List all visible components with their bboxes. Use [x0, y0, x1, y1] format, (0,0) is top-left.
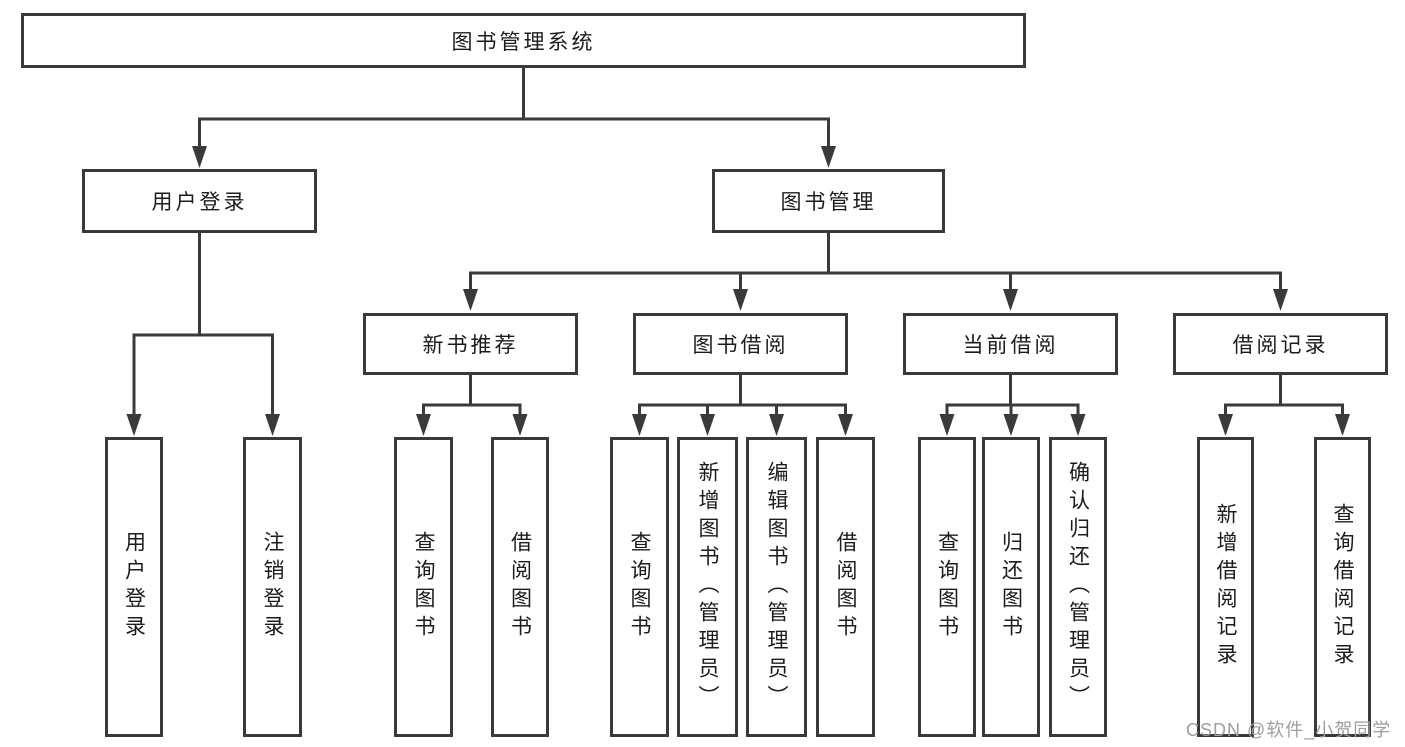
- leaf-add-borrow-record: 新增借阅记录: [1197, 437, 1254, 737]
- node-label: 图书借阅: [692, 334, 789, 357]
- node-label: 新书推荐: [422, 334, 519, 357]
- leaf-label: 查询图书: [935, 531, 959, 643]
- connector-new-book-children: [422, 375, 522, 418]
- leaf-return-books: 归还图书: [982, 437, 1040, 737]
- arrow-down-icon: [1273, 289, 1288, 311]
- leaf-label: 确认归还（管理员）: [1066, 461, 1090, 713]
- arrow-down-icon: [1003, 414, 1019, 436]
- leaf-borrow-books-borrowing: 借阅图书: [816, 437, 875, 737]
- node-label: 用户登录: [151, 191, 248, 214]
- leaf-logout: 注销登录: [243, 437, 302, 737]
- arrow-down-icon: [700, 414, 715, 436]
- arrow-down-icon: [733, 289, 748, 311]
- leaf-label: 查询借阅记录: [1331, 503, 1354, 671]
- arrow-down-icon: [821, 146, 836, 168]
- arrow-down-icon: [769, 414, 784, 436]
- leaf-label: 查询图书: [628, 531, 651, 643]
- arrow-down-icon: [192, 146, 207, 168]
- connector-user-login-children: [132, 233, 274, 418]
- arrow-down-icon: [1070, 414, 1086, 436]
- leaf-label: 新增借阅记录: [1214, 503, 1237, 671]
- leaf-edit-book-admin: 编辑图书（管理员）: [746, 437, 807, 737]
- arrow-down-icon: [126, 414, 142, 436]
- arrow-down-icon: [838, 414, 853, 436]
- arrow-down-icon: [1003, 289, 1018, 311]
- connector-borrowing-records-children: [1224, 375, 1344, 418]
- csdn-watermark: CSDN @软件_小贺同学: [1186, 720, 1392, 740]
- arrow-down-icon: [632, 414, 647, 436]
- leaf-borrow-books-recommend: 借阅图书: [491, 437, 549, 737]
- connector-current-borrowing-children: [945, 375, 1080, 418]
- arrow-down-icon: [416, 414, 431, 436]
- node-label: 借阅记录: [1232, 334, 1329, 357]
- node-current-borrowing: 当前借阅: [903, 313, 1118, 375]
- node-label: 图书管理系统: [451, 30, 596, 54]
- arrow-down-icon: [265, 414, 280, 436]
- arrow-down-icon: [512, 414, 528, 436]
- leaf-query-books-recommend: 查询图书: [394, 437, 453, 737]
- arrow-down-icon: [1218, 414, 1233, 436]
- node-borrowing-records: 借阅记录: [1173, 313, 1388, 375]
- leaf-label: 用户登录: [122, 531, 146, 643]
- arrow-down-icon: [939, 414, 955, 436]
- connector-book-management-children: [469, 233, 1282, 294]
- leaf-label: 注销登录: [261, 531, 284, 643]
- leaf-label: 新增图书（管理员）: [696, 461, 719, 713]
- connector-book-borrowing-children: [638, 375, 847, 418]
- leaf-user-login: 用户登录: [105, 437, 163, 737]
- node-library-management-system: 图书管理系统: [21, 13, 1026, 68]
- node-label: 图书管理: [780, 191, 877, 214]
- leaf-label: 归还图书: [999, 531, 1023, 643]
- connector-root-to-level2: [198, 68, 830, 150]
- leaf-query-books-current: 查询图书: [918, 437, 976, 737]
- node-new-book-recommendation: 新书推荐: [363, 313, 578, 375]
- arrow-down-icon: [463, 289, 478, 311]
- leaf-label: 借阅图书: [834, 531, 857, 643]
- arrow-down-icon: [1335, 414, 1350, 436]
- leaf-confirm-return-admin: 确认归还（管理员）: [1049, 437, 1107, 737]
- leaf-add-book-admin: 新增图书（管理员）: [677, 437, 738, 737]
- node-book-management: 图书管理: [712, 169, 945, 233]
- leaf-label: 借阅图书: [508, 531, 532, 643]
- leaf-query-borrow-record: 查询借阅记录: [1314, 437, 1371, 737]
- leaf-label: 查询图书: [412, 531, 435, 643]
- leaf-query-books-borrowing: 查询图书: [610, 437, 669, 737]
- node-label: 当前借阅: [962, 334, 1059, 357]
- node-book-borrowing: 图书借阅: [633, 313, 848, 375]
- node-user-login: 用户登录: [82, 169, 317, 233]
- leaf-label: 编辑图书（管理员）: [765, 461, 788, 713]
